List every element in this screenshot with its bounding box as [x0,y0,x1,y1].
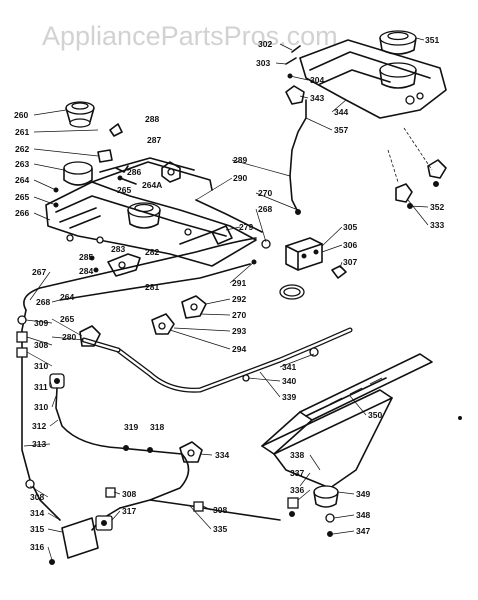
part-label-l287: 287 [147,135,161,145]
part-label-l347: 347 [356,526,370,536]
part-label-l292: 292 [232,294,246,304]
part-label-l281: 281 [145,282,159,292]
part-label-l264: 264 [15,175,29,185]
burner-head-260 [65,101,95,128]
part-label-l310b: 310 [34,402,48,412]
part-label-l335: 335 [213,524,227,534]
part-label-l270a: 270 [258,188,272,198]
part-label-l336: 336 [290,485,304,495]
part-label-l304: 304 [310,75,324,85]
right-burner-assembly [285,30,447,209]
part-label-l279: 279 [239,222,253,232]
part-label-l268b: 268 [258,204,272,214]
part-label-l306: 306 [343,240,357,250]
part-label-l339: 339 [282,392,296,402]
part-number-labels: 260 261 262 263 264 265 266 267 268 309 308 310 311 3… [14,35,444,552]
part-label-l338: 338 [290,450,304,460]
part-label-l260: 260 [14,110,28,120]
part-label-l262: 262 [15,144,29,154]
part-label-l357: 357 [334,125,348,135]
part-label-l350: 350 [368,410,382,420]
part-label-l280: 280 [62,332,76,342]
part-label-l308c: 308 [122,489,136,499]
part-label-l340: 340 [282,376,296,386]
part-label-l307: 307 [343,257,357,267]
part-label-l310a: 310 [34,361,48,371]
part-label-l303: 303 [256,58,270,68]
part-label-l267: 267 [32,267,46,277]
gas-lines [16,237,462,565]
part-label-l318: 318 [150,422,164,432]
part-label-l264b: 264 [60,292,74,302]
part-label-l294: 294 [232,344,246,354]
part-label-l319: 319 [124,422,138,432]
part-label-l284: 284 [79,266,93,276]
part-label-l289: 289 [233,155,247,165]
burner-head-center [127,202,161,229]
part-label-l270b: 270 [232,310,246,320]
part-label-l265a: 265 [15,192,29,202]
part-label-l302: 302 [258,39,272,49]
left-burner-assembly [45,101,257,277]
part-label-l352: 352 [430,202,444,212]
part-label-l268a: 268 [36,297,50,307]
part-label-l334: 334 [215,450,229,460]
part-label-l349: 349 [356,489,370,499]
part-label-l308b: 308 [30,492,44,502]
part-label-l314: 314 [30,508,44,518]
part-label-l282: 282 [145,247,159,257]
part-label-l265c: 265 [117,185,131,195]
part-label-l311: 311 [34,382,48,392]
part-label-l313: 313 [32,439,46,449]
burner-head-263 [63,161,93,186]
part-label-l293: 293 [232,326,246,336]
part-label-l305: 305 [343,222,357,232]
part-label-l333: 333 [430,220,444,230]
part-label-l351: 351 [425,35,439,45]
part-label-l317: 317 [122,506,136,516]
part-label-l291: 291 [232,278,246,288]
watermark: AppliancePartsPros.com [42,21,338,51]
part-label-l337: 337 [290,468,304,478]
part-label-l286: 286 [127,167,141,177]
part-label-l264A: 264A [142,180,162,190]
part-label-l312: 312 [32,421,46,431]
manifold-and-valves [59,175,347,335]
part-label-l348: 348 [356,510,370,520]
part-label-l283: 283 [111,244,125,254]
part-label-l288: 288 [145,114,159,124]
part-label-l341: 341 [282,362,296,372]
part-label-l285: 285 [79,252,93,262]
part-label-l266: 266 [15,208,29,218]
part-label-l309: 309 [34,318,48,328]
part-label-l343: 343 [310,93,324,103]
part-label-l308a: 308 [34,340,48,350]
burner-head-344 [379,62,417,89]
part-label-l290: 290 [233,173,247,183]
part-label-l344: 344 [334,107,348,117]
part-label-l316: 316 [30,542,44,552]
part-label-l265b: 265 [60,314,74,324]
part-label-l263: 263 [15,159,29,169]
leader-lines [23,37,429,561]
part-label-l315: 315 [30,524,44,534]
part-label-l261: 261 [15,127,29,137]
part-label-l308d: 308 [213,505,227,515]
